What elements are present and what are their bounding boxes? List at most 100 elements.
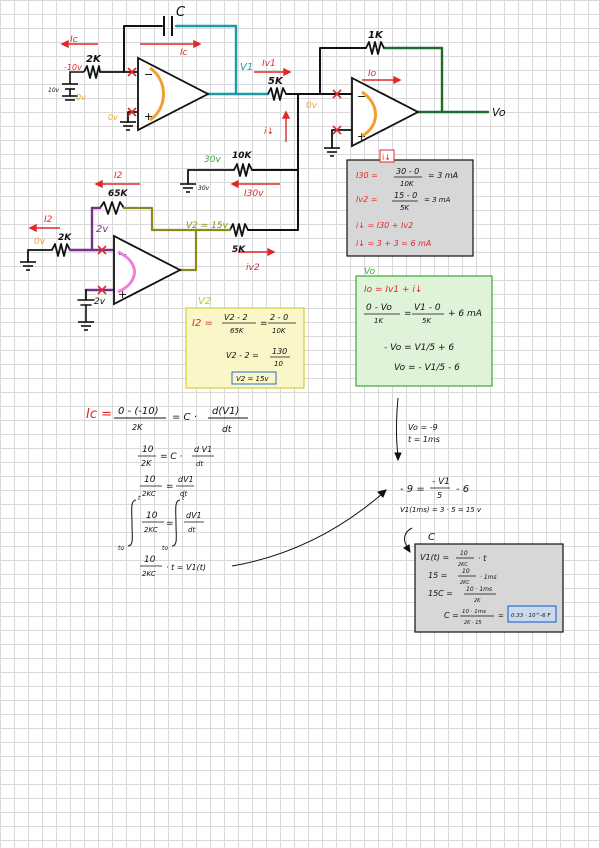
- ground-icon: [78, 321, 94, 331]
- circuit-labels: C Ic Ic 2K -10v 10v 0v 0v V1 Iv1 5K 1K I…: [34, 5, 506, 307]
- v2-num-b: 2 - 0: [270, 313, 288, 322]
- box-vo-title: Vo: [364, 267, 376, 277]
- 0v-label-d: 0v: [34, 237, 46, 247]
- s5-rest: · t = V1(t): [166, 563, 206, 572]
- i-down-label: i↓: [264, 127, 274, 137]
- s2-den2: dt: [196, 460, 203, 468]
- c-l4-den: 2K · 15: [464, 620, 482, 626]
- c-l3-num: 10 · 1ms: [466, 586, 492, 593]
- v2-node-label: V2 = 15v: [186, 221, 229, 231]
- ic-derivation: Ic = 0 - (-10) 2K = C · d(V1) dt 10 2K =…: [86, 406, 248, 578]
- solve-v1-value: V1(1ms) = 3 · 5 = 15 v: [400, 506, 482, 514]
- ic-lhs: Ic =: [86, 407, 112, 422]
- vo-rest: + 6 mA: [448, 309, 482, 319]
- v2-eq: =: [260, 319, 268, 329]
- svg-text:−: −: [357, 90, 366, 103]
- opamp-3: − +: [113, 234, 182, 306]
- ic-num2: d(V1): [212, 406, 239, 417]
- resistor-5k-bottom: [229, 223, 249, 237]
- resistor-2k-bottom-label: 2K: [58, 233, 72, 243]
- c-l2-num: 10: [462, 568, 470, 575]
- ic-den1: 2K: [132, 423, 143, 432]
- iv2-den: 5K: [400, 204, 410, 212]
- ic-eq1: = C ·: [172, 412, 197, 423]
- iv2-res: = 3 mA: [424, 196, 451, 204]
- resistor-2k-top-label: 2K: [86, 54, 102, 65]
- opamp-2: − +: [351, 76, 420, 148]
- ic-num1: 0 - (-10): [118, 406, 158, 417]
- s4-eq: =: [166, 519, 174, 529]
- ic-den2: dt: [222, 425, 232, 435]
- s2-num: 10: [142, 445, 154, 455]
- svg-text:+: +: [144, 110, 153, 123]
- box-c-title: C: [428, 532, 435, 543]
- i30-res: = 3 mA: [428, 171, 458, 180]
- c-l2-lhs: 15 =: [428, 571, 447, 580]
- capacitor-symbol: [163, 16, 173, 36]
- box-v2: V2 I2 = V2 - 2 65K = 2 - 0 10K V2 - 2 = …: [185, 296, 305, 389]
- 2v-source-label: 2v: [94, 297, 106, 307]
- i30-num: 30 - 0: [396, 167, 419, 176]
- io-label: Io: [368, 69, 377, 79]
- resistor-65k: [99, 201, 125, 215]
- v2-den-b: 10K: [272, 327, 287, 335]
- box-c: C V1(t) = 10 2KC · t 15 = 10 2KC · 1ms 1…: [414, 532, 564, 633]
- s4-num: 10: [146, 511, 158, 521]
- c-l4-eq: =: [498, 612, 504, 620]
- vo-eq: =: [404, 309, 412, 319]
- iv2-lhs: Iv2 =: [356, 195, 377, 204]
- s3-den2: dt: [180, 490, 187, 498]
- svg-text:−: −: [144, 68, 153, 81]
- current-arrows: [28, 39, 402, 257]
- ground-icon: [180, 183, 196, 193]
- resistor-5k-mid: [267, 87, 287, 101]
- 10v-label: 10v: [48, 87, 60, 94]
- v2-line2-den: 10: [274, 360, 283, 368]
- s3-num2: dV1: [178, 475, 194, 484]
- v2-result: V2 = 15v: [236, 375, 269, 383]
- resistor-1k-label: 1K: [368, 30, 384, 41]
- s5-den: 2KC: [142, 570, 156, 578]
- ground-icon: [120, 121, 136, 131]
- v2-den-a: 65K: [230, 327, 245, 335]
- box-v2-title: V2: [198, 296, 211, 307]
- c-l3-lhs: 15C =: [428, 589, 453, 598]
- cap-label: C: [176, 5, 186, 20]
- resistor-10k: [233, 163, 253, 177]
- box-current: i↓ I30 = 30 - 0 10K = 3 mA Iv2 = 15 - 0 …: [346, 149, 474, 257]
- resistor-5k-mid-label: 5K: [268, 76, 284, 87]
- v2-num-a: V2 - 2: [224, 313, 248, 322]
- integral-sign-left: [127, 499, 137, 547]
- flow-arrows: [231, 397, 413, 567]
- c-l1-den: 2KC: [458, 562, 468, 568]
- vo-num-b: V1 - 0: [414, 303, 441, 313]
- solve-den: 5: [437, 491, 442, 500]
- iv2-num: 15 - 0: [394, 191, 417, 200]
- c-l1-rest: · t: [478, 554, 487, 563]
- i2-left-label: I2: [44, 215, 53, 225]
- int-upper-right: t: [182, 495, 185, 502]
- vo-num-a: 0 - Vo: [366, 303, 392, 313]
- resistor-2k-bottom: [51, 243, 71, 257]
- opamp-1: − +: [137, 56, 210, 132]
- c-l4-num: 10 · 1ms: [462, 609, 486, 615]
- s3-den: 2KC: [142, 490, 156, 498]
- cond-t: t = 1ms: [408, 435, 440, 444]
- c-l1-lhs: V1(t) =: [420, 553, 449, 562]
- iv2-label: iv2: [246, 263, 260, 273]
- solve-num: - V1: [432, 477, 450, 487]
- red-x-marks-bottom: [97, 245, 107, 295]
- resistor-symbols: [51, 41, 385, 257]
- integral-sign-right: [171, 499, 181, 547]
- 2v-label: 2v: [96, 224, 109, 235]
- s4-num2: dV1: [186, 511, 202, 520]
- svg-text:+: +: [118, 288, 127, 301]
- s2-den: 2K: [141, 459, 152, 468]
- arrow-vo-down: [396, 397, 399, 457]
- 0v-label-b: 0v: [108, 113, 118, 122]
- resistor-2k-top: [83, 65, 101, 79]
- 0v-label-a: 0v: [76, 93, 86, 102]
- vo-den-b: 5K: [422, 317, 432, 325]
